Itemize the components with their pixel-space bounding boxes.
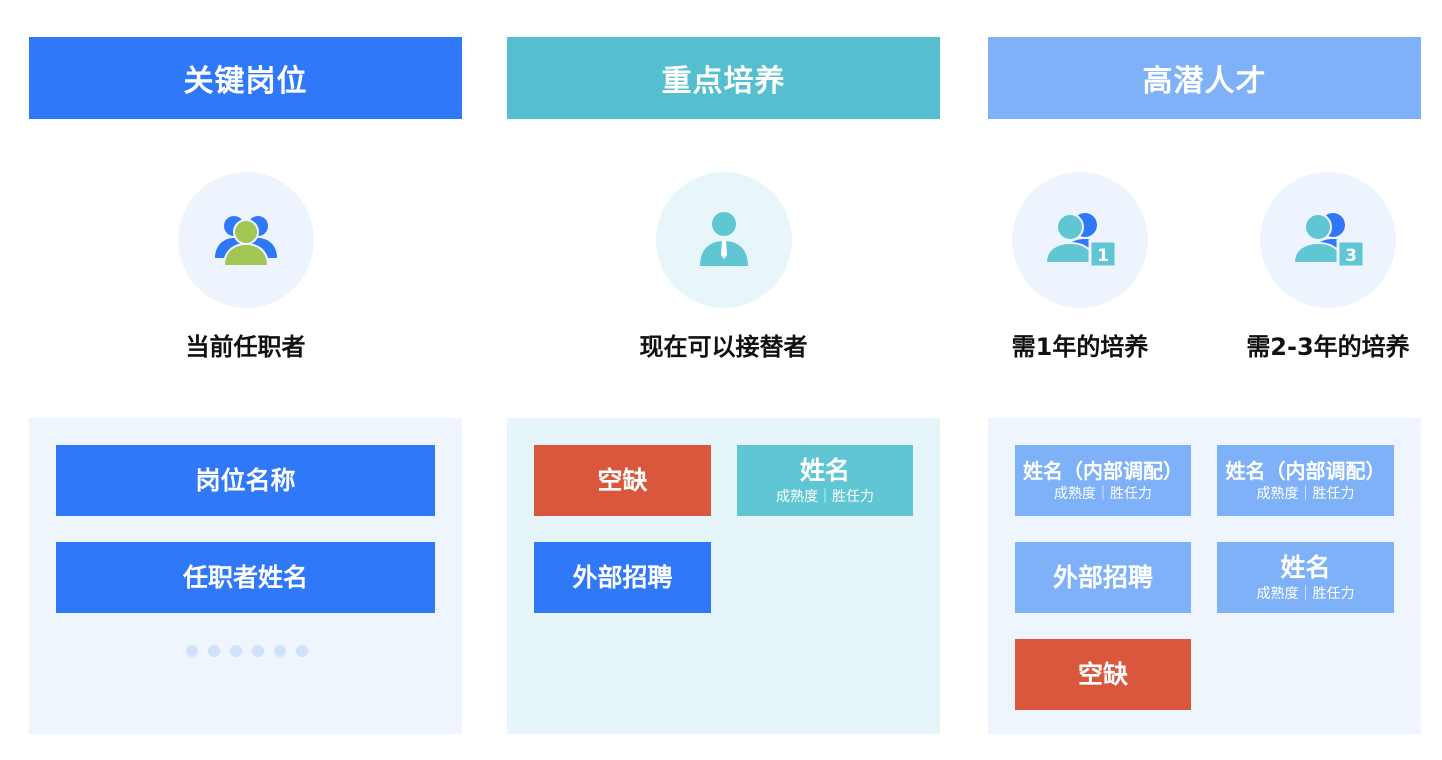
internal-transfer-maturity-1: 成熟度｜胜任力 bbox=[1054, 485, 1152, 502]
users-badge-icon: 1 bbox=[1044, 213, 1117, 269]
caption-current-incumbent: 当前任职者 bbox=[185, 332, 306, 361]
candidate-maturity-label: 成熟度｜胜任力 bbox=[776, 488, 874, 505]
position-name-label: 岗位名称 bbox=[195, 465, 296, 495]
candidate-name-box: 姓名 成熟度｜胜任力 bbox=[737, 445, 913, 516]
candidate-name-label: 姓名 bbox=[799, 455, 850, 485]
internal-transfer-label-1: 姓名（内部调配） bbox=[1023, 458, 1183, 483]
vacancy-box-2: 空缺 bbox=[1015, 639, 1191, 710]
caption-two-three-year-training: 需2-3年的培养 bbox=[1246, 332, 1410, 361]
internal-transfer-label-2: 姓名（内部调配） bbox=[1225, 458, 1386, 483]
internal-transfer-maturity-2: 成熟度｜胜任力 bbox=[1256, 485, 1355, 502]
caption-one-year-training: 需1年的培养 bbox=[1011, 332, 1149, 361]
column-header-key-training: 重点培养 bbox=[507, 37, 940, 119]
internal-transfer-box-1: 姓名（内部调配） 成熟度｜胜任力 bbox=[1015, 445, 1191, 516]
two-three-year-icon-circle: 3 bbox=[1260, 172, 1396, 308]
dots-icon bbox=[186, 645, 308, 657]
successor-icon-circle bbox=[656, 172, 792, 308]
group-icon bbox=[215, 216, 277, 267]
column-header-high-potential: 高潜人才 bbox=[988, 37, 1421, 119]
one-year-icon-circle: 1 bbox=[1012, 172, 1148, 308]
person-icon bbox=[700, 212, 748, 266]
candidate-name-label-2: 姓名 bbox=[1280, 552, 1331, 582]
internal-transfer-box-2: 姓名（内部调配） 成熟度｜胜任力 bbox=[1217, 445, 1394, 516]
incumbent-name-box: 任职者姓名 bbox=[56, 542, 435, 613]
badge-number-1: 1 bbox=[1097, 246, 1109, 266]
column-header-key-positions: 关键岗位 bbox=[29, 37, 462, 119]
candidate-maturity-label-2: 成熟度｜胜任力 bbox=[1256, 585, 1355, 602]
vacancy-label: 空缺 bbox=[597, 465, 648, 495]
caption-ready-successor: 现在可以接替者 bbox=[639, 332, 808, 361]
vacancy-label-2: 空缺 bbox=[1077, 659, 1128, 689]
badge-number-3: 3 bbox=[1345, 246, 1357, 266]
external-hire-box: 外部招聘 bbox=[534, 542, 711, 613]
external-hire-label-2: 外部招聘 bbox=[1052, 562, 1153, 592]
users-badge-icon: 3 bbox=[1292, 213, 1365, 269]
incumbent-name-label: 任职者姓名 bbox=[182, 562, 308, 592]
external-hire-label: 外部招聘 bbox=[572, 562, 673, 592]
current-incumbent-icon-circle bbox=[178, 172, 314, 308]
position-name-box: 岗位名称 bbox=[56, 445, 435, 516]
external-hire-box-2: 外部招聘 bbox=[1015, 542, 1191, 613]
vacancy-box: 空缺 bbox=[534, 445, 711, 516]
candidate-name-box-2: 姓名 成熟度｜胜任力 bbox=[1217, 542, 1394, 613]
